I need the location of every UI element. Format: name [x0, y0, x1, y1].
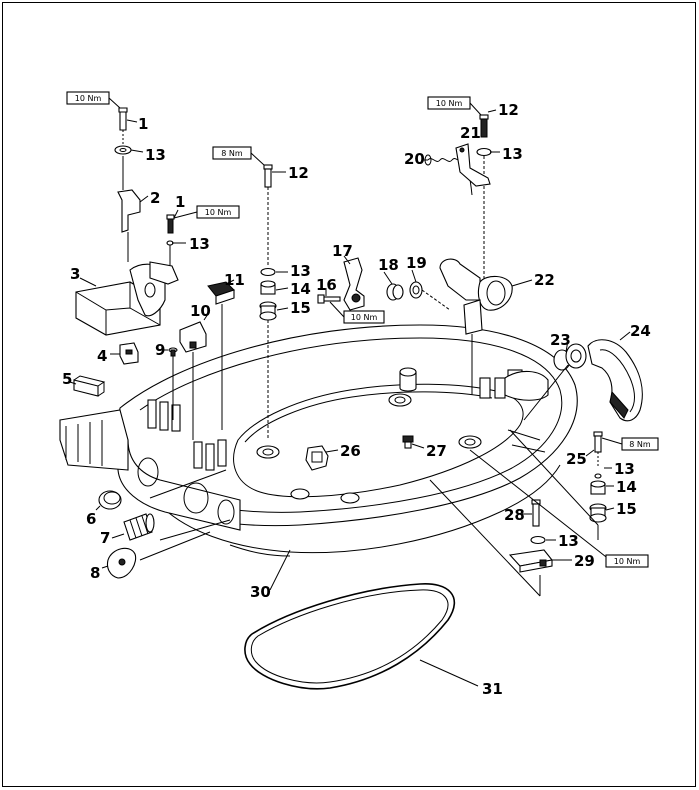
callout-label: 8 — [90, 564, 100, 582]
callout-label: 13 — [290, 262, 311, 280]
pad-5 — [73, 375, 106, 397]
callout-label: 25 — [566, 450, 587, 468]
washer-13-right — [476, 147, 492, 280]
screw-9 — [168, 347, 178, 420]
bolt-25 — [593, 431, 603, 466]
bolt-12-right — [479, 114, 489, 138]
bolt-16 — [317, 294, 341, 304]
grommet-7 — [123, 513, 155, 541]
catch-11 — [207, 281, 235, 430]
washer-19 — [409, 281, 451, 311]
callout-label: 6 — [86, 510, 96, 528]
latch-bracket-22 — [439, 258, 513, 395]
bolt-1-top — [118, 107, 128, 144]
bottom-cowling-body — [59, 324, 578, 557]
callout-label: 14 — [290, 280, 311, 298]
cap-26 — [305, 445, 329, 471]
grommet-15-right — [589, 503, 607, 523]
handle-24 — [587, 339, 643, 422]
callout-label: 10 — [190, 302, 211, 320]
callout-label: 24 — [630, 322, 651, 340]
torque-box-t1: 10 Nm — [66, 91, 121, 109]
callout-label: 13 — [145, 146, 166, 164]
callout-label: 13 — [189, 235, 210, 253]
washer-13-lower — [530, 535, 546, 545]
grommet-15-centre — [259, 301, 277, 440]
bracket-2 — [117, 189, 141, 262]
callout-label: 12 — [498, 101, 519, 119]
torque-box-t2: 10 Nm — [173, 205, 240, 219]
torque-box-t7: 10 Nm — [605, 554, 649, 568]
plug-6 — [98, 490, 122, 510]
torque-box-t5: 10 Nm — [329, 301, 385, 324]
callout-label: 3 — [70, 265, 80, 283]
callout-label: 13 — [558, 532, 579, 550]
svg-text:10 Nm: 10 Nm — [351, 313, 378, 322]
callout-label: 13 — [502, 145, 523, 163]
svg-text:10 Nm: 10 Nm — [205, 208, 232, 217]
svg-text:8 Nm: 8 Nm — [221, 149, 243, 158]
clip-4 — [119, 342, 139, 365]
cap-8 — [106, 547, 137, 579]
callout-label: 5 — [62, 370, 72, 388]
plug-27 — [402, 435, 414, 449]
svg-text:10 Nm: 10 Nm — [614, 557, 641, 566]
callout-label: 17 — [332, 242, 353, 260]
callout-label: 15 — [616, 500, 637, 518]
bracket-29 — [508, 549, 554, 573]
callout-label: 29 — [574, 552, 595, 570]
svg-text:10 Nm: 10 Nm — [436, 99, 463, 108]
callout-label: 21 — [460, 124, 481, 142]
lever-21 — [455, 143, 491, 187]
callout-label: 26 — [340, 442, 361, 460]
callout-label: 2 — [150, 189, 160, 207]
callout-label: 11 — [224, 271, 245, 289]
callout-label: 4 — [97, 347, 107, 365]
bolt-12-centre — [263, 164, 273, 265]
torque-box-t3: 8 Nm — [212, 146, 265, 166]
torque-box-t6: 8 Nm — [601, 437, 659, 451]
bushing-18 — [386, 283, 404, 301]
lever-17 — [343, 257, 365, 311]
svg-text:8 Nm: 8 Nm — [629, 440, 651, 449]
callout-label: 7 — [100, 529, 110, 547]
svg-text:10 Nm: 10 Nm — [75, 94, 102, 103]
callout-label: 9 — [155, 341, 165, 359]
bracket-3 — [75, 261, 179, 336]
callout-label: 19 — [406, 254, 427, 272]
callout-labels: 1 13 2 1 13 3 12 13 14 15 11 10 9 4 5 6 … — [62, 101, 651, 698]
grommet-14-centre — [260, 280, 276, 295]
callout-label: 13 — [614, 460, 635, 478]
callout-label: 12 — [288, 164, 309, 182]
callout-label: 23 — [550, 331, 571, 349]
callout-label: 1 — [138, 115, 148, 133]
callout-label: 18 — [378, 256, 399, 274]
torque-box-t4: 10 Nm — [427, 96, 482, 116]
callout-label: 22 — [534, 271, 555, 289]
callout-label: 14 — [616, 478, 637, 496]
callout-label: 16 — [316, 276, 337, 294]
bolt-1-second — [166, 214, 175, 265]
callout-label: 20 — [404, 150, 425, 168]
rubber-seal-gasket — [244, 583, 455, 690]
washer-13-left — [114, 145, 132, 190]
washer-13-centre — [260, 267, 276, 277]
latch-10 — [179, 321, 207, 440]
callout-label: 30 — [250, 583, 271, 601]
callout-label: 1 — [175, 193, 185, 211]
callout-label: 27 — [426, 442, 447, 460]
grommet-14-right — [590, 473, 606, 495]
callout-label: 28 — [504, 506, 525, 524]
bushing-23 — [553, 343, 587, 371]
callout-label: 31 — [482, 680, 503, 698]
callout-label: 15 — [290, 299, 311, 317]
leader-lines — [69, 109, 631, 687]
